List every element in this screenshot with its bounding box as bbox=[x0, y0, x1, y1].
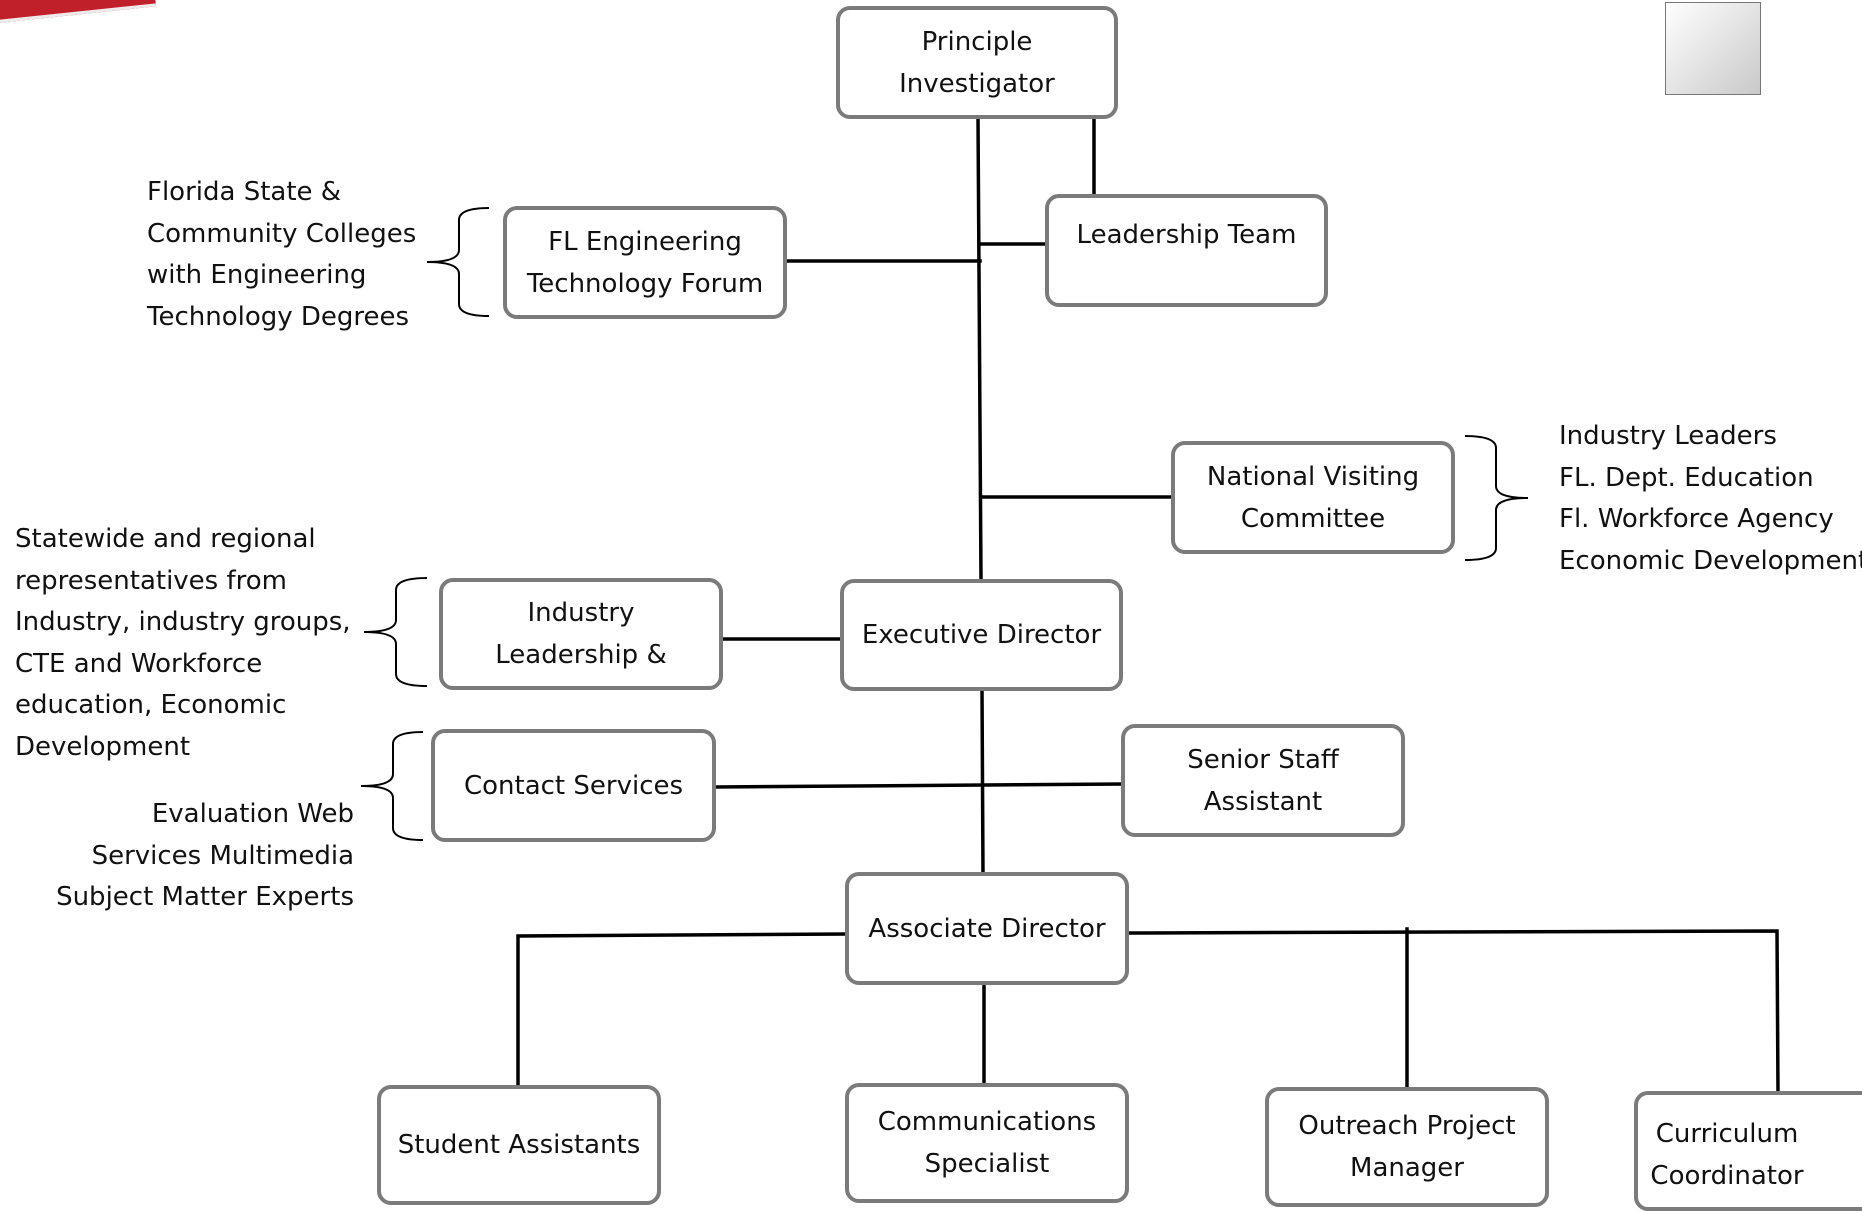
note-line: with Engineering bbox=[147, 260, 367, 290]
box-line: Technology Forum bbox=[526, 268, 764, 299]
executive-director-box: Executive Director bbox=[840, 579, 1123, 691]
box-line: FL Engineering bbox=[548, 226, 742, 257]
box-line: Executive Director bbox=[861, 620, 1102, 650]
box-line: Investigator bbox=[899, 68, 1055, 99]
note-line: Fl. Workforce Agency bbox=[1559, 504, 1834, 534]
contact-services-members-note: Evaluation Web Services Multimedia Subje… bbox=[56, 794, 354, 919]
note-line: representatives from bbox=[15, 565, 287, 596]
note-line: Economic Development bbox=[1559, 545, 1862, 576]
box-line: Coordinator bbox=[1650, 1161, 1804, 1191]
note-line: Community Colleges bbox=[147, 218, 417, 249]
communications-specialist-box: Communications Specialist bbox=[845, 1083, 1129, 1203]
note-line: Statewide and regional bbox=[15, 524, 316, 554]
nvc-members-note: Industry Leaders FL. Dept. Education Fl.… bbox=[1559, 416, 1862, 582]
assoc-left-branch-line bbox=[516, 932, 850, 1089]
associate-director-box: Associate Director bbox=[845, 872, 1129, 985]
note-line: Industry Leaders bbox=[1559, 421, 1777, 451]
box-line: Contact Services bbox=[463, 770, 684, 801]
assoc-right-branch-line bbox=[1125, 929, 1780, 1095]
industry-brace bbox=[363, 577, 428, 687]
national-visiting-committee-box: National Visiting Committee bbox=[1171, 441, 1455, 554]
note-line: Services Multimedia bbox=[91, 840, 354, 871]
nvc-brace bbox=[1464, 435, 1529, 561]
note-line: FL. Dept. Education bbox=[1559, 462, 1814, 493]
note-line: Florida State & bbox=[147, 177, 342, 207]
contact-to-senior-line bbox=[712, 782, 1125, 789]
note-line: Subject Matter Experts bbox=[56, 882, 354, 912]
note-line: Technology Degrees bbox=[147, 301, 410, 332]
box-line: Leadership Team bbox=[1076, 220, 1297, 250]
box-line: Leadership & bbox=[495, 640, 667, 670]
box-line: Assistant bbox=[1203, 786, 1323, 817]
box-line: Outreach Project bbox=[1298, 1111, 1516, 1141]
box-line: Senior Staff bbox=[1187, 744, 1339, 775]
industry-members-note: Statewide and regional representatives f… bbox=[15, 519, 351, 768]
box-line: Specialist bbox=[924, 1149, 1050, 1179]
contact-services-brace bbox=[360, 731, 424, 841]
note-line: Development bbox=[15, 731, 191, 762]
student-assistants-box: Student Assistants bbox=[377, 1085, 661, 1205]
note-line: Industry, industry groups, bbox=[15, 607, 351, 637]
box-line: Principle bbox=[921, 26, 1033, 57]
thumbnail-graphic bbox=[1665, 2, 1761, 95]
outreach-project-manager-box: Outreach Project Manager bbox=[1265, 1087, 1549, 1207]
box-line: Communications bbox=[877, 1107, 1097, 1137]
box-line: Curriculum bbox=[1655, 1119, 1799, 1149]
fl-engineering-forum-box: FL Engineering Technology Forum bbox=[503, 206, 787, 319]
leadership-team-box: Leadership Team bbox=[1045, 194, 1328, 307]
box-line: Committee bbox=[1240, 503, 1386, 534]
contact-services-box: Contact Services bbox=[431, 729, 716, 842]
principal-investigator-box: Principle Investigator bbox=[836, 6, 1118, 119]
industry-leadership-box: Industry Leadership & bbox=[439, 578, 723, 690]
box-line: Associate Director bbox=[868, 913, 1106, 944]
box-line: National Visiting bbox=[1206, 461, 1420, 492]
spine-top-line bbox=[976, 116, 983, 582]
box-line: Manager bbox=[1350, 1153, 1464, 1183]
spine-mid-line bbox=[980, 688, 985, 875]
senior-staff-assistant-box: Senior Staff Assistant bbox=[1121, 724, 1405, 837]
note-line: education, Economic bbox=[15, 690, 287, 720]
note-line: CTE and Workforce bbox=[15, 648, 263, 679]
box-line: Student Assistants bbox=[397, 1130, 641, 1160]
forum-members-note: Florida State & Community Colleges with … bbox=[147, 172, 416, 338]
forum-brace bbox=[426, 207, 490, 317]
note-line: Evaluation Web bbox=[151, 799, 354, 829]
curriculum-coordinator-box: Curriculum Coordinator bbox=[1634, 1091, 1862, 1211]
box-line: Industry bbox=[527, 598, 635, 628]
